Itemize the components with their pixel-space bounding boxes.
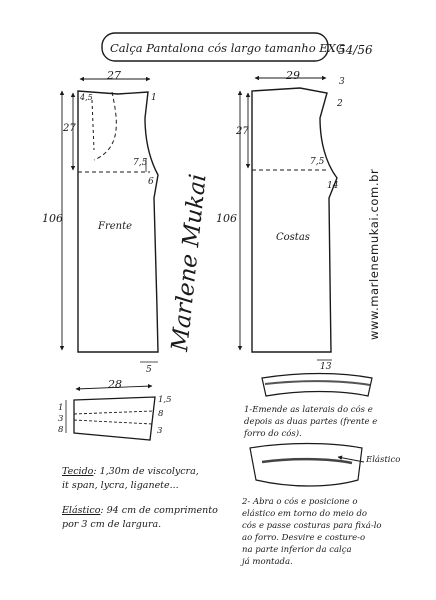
back-labels: 29 3 2 106 27 7,5 14 Costas 13 (216, 69, 345, 372)
elastic-pointer (337, 455, 365, 463)
illustration-waistband-ring (261, 372, 373, 397)
waistband-right-mark-3: 3 (157, 426, 162, 436)
elastic-text-2: por 3 cm de largura. (62, 519, 162, 530)
step2-line-4: ao forro. Desvire e costure-o (242, 533, 366, 543)
elastic-line-1: Elástico: 94 cm de comprimento (62, 505, 218, 517)
elastic-label: Elástico (62, 505, 101, 516)
front-dart (91, 99, 95, 151)
back-height: 106 (216, 212, 237, 225)
front-hip-step: 7,5 (133, 158, 148, 168)
fabric-line-1: Tecido: 1,30m de viscolycra, (62, 466, 199, 478)
front-piece (59, 76, 159, 363)
front-height: 106 (42, 212, 63, 225)
back-top-width: 29 (285, 69, 300, 82)
page-title: Calça Pantalona cós largo tamanho EXG (110, 41, 345, 55)
step2-line-5: na parte inferior da calça (242, 545, 352, 555)
waistband-width-dim (75, 383, 153, 392)
fabric-label: Tecido (62, 466, 94, 477)
waistband-outline (73, 396, 156, 441)
waistband-right-mark: 1,5 (158, 395, 172, 405)
front-rise: 27 (62, 123, 76, 134)
front-labels: 27 106 27 4,5 1 7,5 6 Frente 5 (42, 69, 157, 375)
step1-line-2: depois as duas partes (frente e (244, 417, 378, 427)
elastic-line-2: por 3 cm de largura. (62, 519, 161, 531)
waistband-left-mark-3: 8 (58, 425, 64, 435)
step1-line-1: 1-Emende as laterais do cós e (244, 405, 373, 415)
front-waist-mark: 4,5 (79, 93, 93, 102)
back-hip-step: 7,5 (310, 157, 325, 167)
back-rise: 27 (235, 126, 249, 137)
illustration-elastic (249, 442, 365, 487)
step1-line-3: forro do cós). (244, 429, 302, 439)
waistband-piece (65, 383, 156, 441)
waistband-right-mark-8: 8 (158, 409, 164, 419)
ring-inner-edge (264, 380, 371, 386)
front-hip-ext: 6 (148, 177, 154, 187)
waistband-width: 28 (107, 378, 122, 391)
title-block: Calça Pantalona cós largo tamanho EXG 54… (101, 32, 373, 62)
step2-line-3: cós e passe costuras para fixá-lo (242, 521, 382, 531)
front-pleat-mark: 1 (151, 93, 157, 103)
back-waist-mark: 2 (336, 99, 343, 109)
elastic-arrow-label: Elástico (366, 455, 401, 465)
title-frame (101, 32, 329, 62)
back-piece (237, 75, 338, 361)
step2-line-2: elástico em torno do meio do (242, 509, 368, 519)
front-pocket (93, 91, 117, 161)
waistband-left-mark-1: 1 (58, 403, 63, 413)
back-hem: 13 (320, 362, 332, 372)
fabric-line-2: it span, lycra, liganete... (62, 480, 179, 492)
size-label: 54/56 (338, 43, 373, 57)
front-hem: 5 (146, 365, 152, 375)
back-label: Costas (276, 232, 310, 243)
elastic-text-1: : 94 cm de comprimento (100, 505, 218, 516)
waistband-mid-line (73, 410, 154, 425)
back-outline (251, 87, 338, 353)
back-hip-ext: 14 (327, 181, 339, 191)
front-outline (77, 90, 159, 353)
front-top-width: 27 (106, 69, 121, 82)
elastic-band-outline (249, 442, 363, 487)
elastic-strip (261, 457, 353, 465)
back-crotch-mark: 3 (339, 77, 345, 87)
signature: Marlene Mukai (167, 173, 212, 354)
step2-line-1: 2- Abra o cós e posicione o (242, 497, 358, 507)
waistband-labels: 28 1,5 1 3 8 8 3 (58, 378, 172, 436)
ring-outline (261, 372, 373, 397)
front-label: Frente (97, 221, 132, 232)
step2-line-6: já montada. (242, 557, 293, 567)
fabric-text-2: it span, lycra, liganete... (62, 480, 179, 491)
waistband-left-mark-2: 3 (58, 414, 63, 424)
watermark-url: www.marlenemukai.com.br (367, 169, 381, 340)
fabric-text-1: : 1,30m de viscolycra, (93, 466, 199, 477)
